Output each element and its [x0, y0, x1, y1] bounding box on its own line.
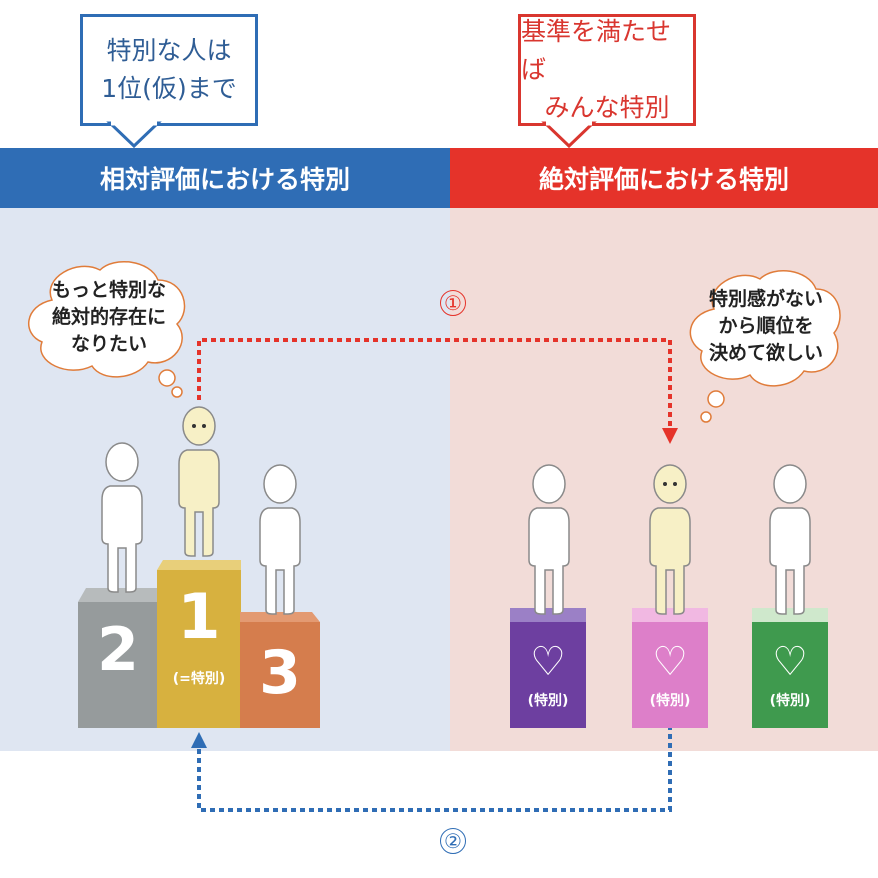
box-pink-label: (特別)	[649, 693, 691, 709]
person-first-place	[178, 406, 220, 557]
person-pink-box	[649, 464, 691, 615]
arrow-step2	[197, 725, 672, 812]
box-green	[752, 608, 828, 728]
absolute-header: 絶対評価における特別	[450, 148, 878, 208]
relative-callout-line1: 特別な人は	[106, 36, 232, 65]
arrow-step2-head	[191, 732, 207, 748]
absolute-thought-line2: から順位を	[718, 315, 814, 337]
box-purple	[510, 608, 586, 728]
absolute-thought-bubble	[689, 270, 841, 423]
absolute-thought-text: 特別感がない から順位を 決めて欲しい	[696, 286, 836, 367]
heart-icon: ♡	[772, 639, 808, 685]
relative-header: 相対評価における特別	[0, 148, 450, 208]
arrow-step1-head	[662, 428, 678, 444]
relative-thought-line2: 絶対的存在に	[51, 306, 166, 328]
box-green-label: (特別)	[769, 693, 811, 709]
podium-first-sub: (=特別)	[172, 671, 226, 687]
absolute-callout-line2: みんな特別	[544, 93, 670, 122]
absolute-thought-line1: 特別感がない	[708, 288, 823, 310]
box-pink	[632, 608, 708, 728]
relative-header-text: 相対評価における特別	[99, 165, 350, 194]
relative-thought-bubble	[27, 261, 186, 398]
absolute-callout: 基準を満たせば みんな特別	[518, 14, 696, 126]
person-green-box	[769, 464, 811, 615]
relative-thought-line1: もっと特別な	[51, 279, 166, 301]
absolute-callout-line1: 基準を満たせば	[521, 17, 672, 84]
podium-second	[78, 588, 158, 728]
person-third-place	[259, 464, 301, 615]
step1-label: ①	[440, 290, 466, 316]
relative-thought-line3: なりたい	[70, 333, 147, 355]
podium-third	[240, 612, 320, 728]
absolute-callout-tail	[541, 120, 597, 149]
absolute-header-text: 絶対評価における特別	[538, 165, 789, 194]
relative-callout-line2: 1位(仮)まで	[101, 74, 237, 103]
heart-icon: ♡	[652, 639, 688, 685]
arrow-step1	[197, 338, 672, 428]
relative-thought-text: もっと特別な 絶対的存在に なりたい	[38, 277, 180, 358]
box-purple-label: (特別)	[527, 693, 569, 709]
step2-label: ②	[440, 828, 466, 854]
relative-callout-tail	[106, 120, 162, 149]
person-purple-box	[528, 464, 570, 615]
podium-second-number: 2	[97, 615, 139, 685]
podium-first-number: 1	[177, 580, 221, 653]
person-second-place	[101, 442, 143, 593]
podium-third-number: 3	[259, 638, 301, 708]
relative-callout: 特別な人は 1位(仮)まで	[80, 14, 258, 126]
podium-first	[157, 560, 241, 728]
absolute-thought-line3: 決めて欲しい	[708, 342, 823, 364]
heart-icon: ♡	[530, 639, 566, 685]
